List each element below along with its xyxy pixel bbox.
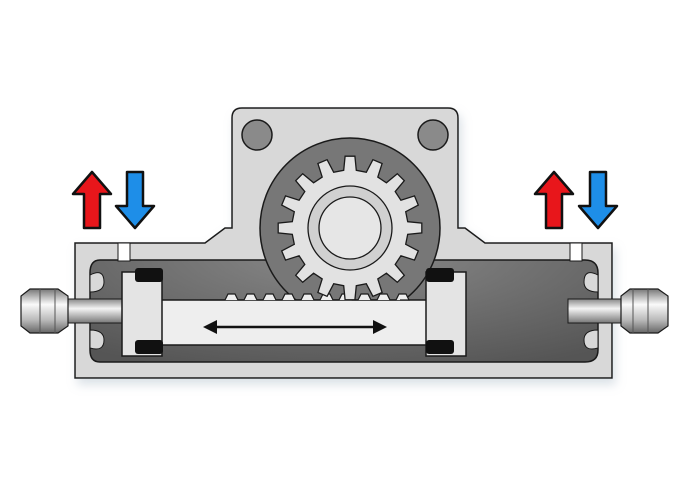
- hex-nut-icon: [620, 288, 669, 334]
- rack-piston: [121, 268, 467, 357]
- piston-rod-right: [567, 298, 631, 324]
- mounting-hole-right: [417, 119, 449, 151]
- pressure-out-arrow-icon: [114, 170, 156, 230]
- mounting-hole-left: [241, 119, 273, 151]
- pressure-in-arrow-icon: [71, 170, 113, 230]
- pressure-out-arrow-icon: [577, 170, 619, 230]
- pressure-in-arrow-icon: [533, 170, 575, 230]
- bidirectional-motion-arrow-icon: [203, 320, 387, 334]
- port-right: [569, 242, 583, 262]
- port-left: [117, 242, 131, 262]
- hex-nut-icon: [20, 288, 69, 334]
- pinion-gear-icon: [277, 155, 423, 301]
